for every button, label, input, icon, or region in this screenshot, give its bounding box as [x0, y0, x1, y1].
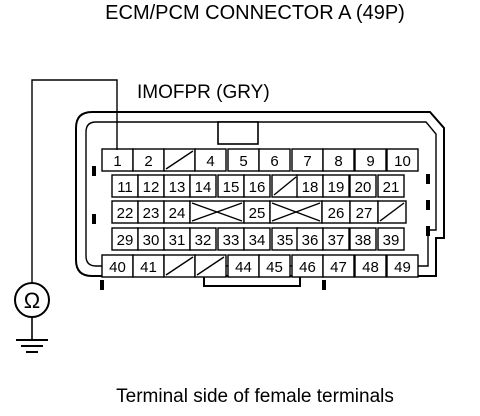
terminal-number: 8	[334, 153, 342, 170]
terminal-cavity	[386, 148, 419, 172]
side-notch	[322, 280, 326, 290]
terminal-number: 26	[328, 205, 345, 222]
terminal-number: 19	[328, 179, 345, 196]
terminal-number: 22	[117, 205, 134, 222]
side-notch	[92, 214, 96, 224]
terminal-number: 33	[223, 232, 240, 249]
side-notch	[426, 174, 430, 184]
terminal-number: 29	[117, 232, 134, 249]
terminal-cavity	[349, 174, 377, 198]
terminal-number: 12	[143, 179, 160, 196]
side-notch	[426, 226, 430, 236]
terminal-number: 23	[143, 205, 160, 222]
terminal-cavity	[354, 254, 387, 278]
terminal-cavity	[377, 227, 405, 251]
terminal-number: 10	[394, 153, 411, 170]
terminal-number: 36	[302, 232, 319, 249]
terminal-cavity	[354, 148, 387, 172]
terminal-cavity	[349, 227, 377, 251]
terminal-cavity	[243, 174, 271, 198]
blank-cavity-mark	[271, 202, 321, 222]
terminal-number: 13	[169, 179, 186, 196]
terminal-number: 20	[355, 179, 372, 196]
terminal-number: 18	[302, 179, 319, 196]
blank-cavity-mark	[191, 202, 243, 222]
terminal-cavity	[258, 148, 291, 172]
side-notch	[426, 200, 430, 210]
terminal-number: 25	[249, 205, 266, 222]
terminal-cavity	[322, 174, 350, 198]
connector-bottom-key	[203, 276, 301, 287]
unused-terminal-mark	[165, 256, 194, 276]
ground-icon	[16, 317, 48, 353]
terminal-number: 16	[249, 179, 266, 196]
terminal-number: 30	[143, 232, 160, 249]
connector-inner-shell	[85, 121, 437, 267]
terminal-cavity	[243, 227, 271, 251]
terminal-cavity	[377, 174, 405, 198]
probe-wire	[31, 79, 118, 284]
unused-terminal-mark	[165, 150, 194, 170]
terminal-number: 45	[266, 259, 283, 276]
ohmmeter-icon: Ω	[14, 282, 50, 318]
terminal-number: 44	[235, 259, 252, 276]
terminal-number: 49	[394, 259, 411, 276]
diagram-title: ECM/PCM CONNECTOR A (49P)	[105, 2, 405, 24]
terminal-number: 40	[109, 259, 126, 276]
terminal-number: 41	[140, 259, 157, 276]
terminal-number: 14	[195, 179, 212, 196]
terminal-number: 5	[239, 153, 247, 170]
terminal-number: 7	[303, 153, 311, 170]
wire-label: IMOFPR (GRY)	[137, 82, 270, 103]
terminal-number: 21	[383, 179, 400, 196]
terminal-number: 46	[299, 259, 316, 276]
terminal-cavity	[189, 227, 217, 251]
terminal-number: 15	[223, 179, 240, 196]
terminal-number: 11	[117, 179, 133, 196]
terminal-cavity	[258, 254, 291, 278]
terminal-cavity	[386, 254, 419, 278]
terminal-number: 31	[169, 232, 186, 249]
terminal-cavity	[194, 148, 227, 172]
terminal-number: 37	[328, 232, 345, 249]
terminal-number: 2	[144, 153, 152, 170]
unused-terminal-mark	[273, 176, 297, 196]
side-notch	[100, 280, 104, 290]
terminal-number: 48	[362, 259, 379, 276]
connector-latch	[217, 121, 259, 145]
terminal-number: 32	[195, 232, 212, 249]
terminal-cavity	[322, 227, 350, 251]
terminal-number: 24	[169, 205, 186, 222]
unused-terminal-mark	[379, 202, 405, 222]
terminal-cavity	[322, 254, 355, 278]
terminal-number: 39	[383, 232, 400, 249]
side-notch	[92, 166, 96, 176]
terminal-number: 1	[113, 153, 121, 170]
terminal-number: 47	[330, 259, 347, 276]
terminal-number: 38	[355, 232, 372, 249]
terminal-number: 35	[277, 232, 294, 249]
connector-outer-shell	[75, 111, 445, 277]
terminal-number: 6	[270, 153, 278, 170]
terminal-number: 9	[366, 153, 374, 170]
terminal-number: 34	[249, 232, 266, 249]
terminal-number: 27	[356, 205, 373, 222]
unused-terminal-mark	[196, 256, 225, 276]
terminal-cavity	[189, 174, 217, 198]
diagram-caption: Terminal side of female terminals	[116, 386, 394, 407]
ohm-symbol: Ω	[24, 288, 40, 313]
terminal-cavity	[322, 148, 355, 172]
terminal-number: 4	[206, 153, 214, 170]
